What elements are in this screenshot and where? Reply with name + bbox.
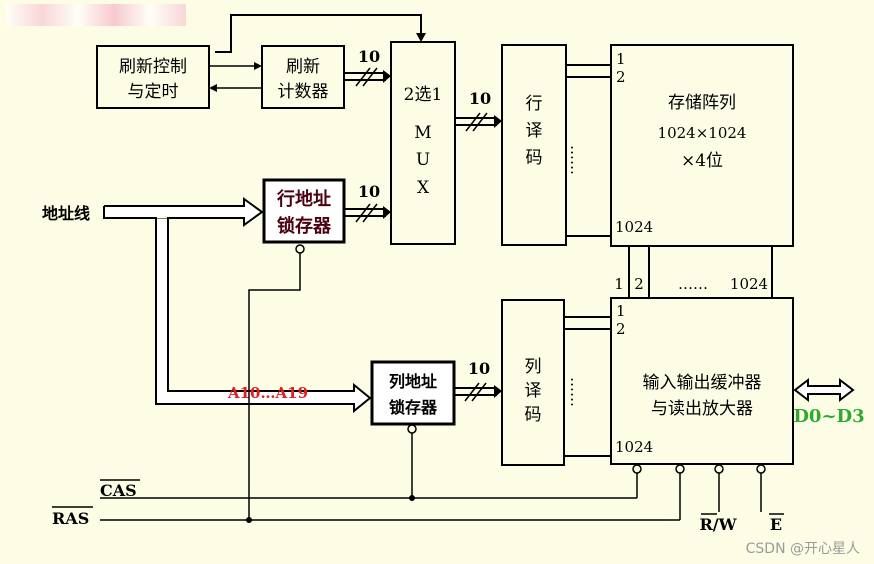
- mux-bus-slash-1: [465, 112, 481, 132]
- col-number-1024: 1024: [730, 275, 768, 293]
- col-decoder-label-2: 译: [525, 381, 542, 401]
- row-latch-label-1: 行地址: [276, 188, 331, 210]
- col-latch-to-decoder-arrowhead: [494, 385, 502, 398]
- latch-bus-slash-1: [355, 203, 371, 223]
- buffer-label-1: 输入输出缓冲器: [643, 373, 762, 393]
- latch-bus-width-label: 10: [358, 182, 380, 201]
- mux-label-3: U: [416, 150, 430, 170]
- row-decoder-block: [501, 44, 567, 246]
- rw-signal-label: R/W: [699, 515, 737, 534]
- refresh-control-label-1: 刷新控制: [119, 57, 187, 77]
- mux-label-2: M: [414, 123, 431, 143]
- ras-to-row-latch-line: [248, 253, 301, 520]
- ctrl-to-counter-arrowhead: [254, 62, 262, 70]
- latch-bus-slash-2: [362, 203, 378, 223]
- rw-bubble: [714, 464, 724, 474]
- data-io-label: D0~D3: [793, 406, 864, 427]
- row-number-1024: 1024: [615, 218, 653, 236]
- buffer-label-2: 与读出放大器: [651, 399, 753, 419]
- row-number-1: 1: [616, 50, 626, 68]
- counter-to-mux-arrowhead: [383, 70, 391, 83]
- array-label-1: 存储阵列: [668, 93, 736, 113]
- mux-bus-width-label: 10: [469, 89, 491, 108]
- col-latch-enable-bubble: [407, 424, 417, 434]
- col-lines-dots: ……: [678, 275, 708, 293]
- buffer-number-1024: 1024: [615, 438, 653, 456]
- address-line-label: 地址线: [42, 204, 90, 223]
- address-to-row-latch-arrow: [103, 197, 264, 227]
- row-latch-label-2: 锁存器: [277, 215, 332, 237]
- refresh-select-line: [215, 14, 422, 53]
- col-bus-width-label: 10: [468, 359, 490, 378]
- counter-to-ctrl-arrowhead: [209, 84, 217, 92]
- watermark: CSDN @开心星人: [745, 541, 860, 557]
- cas-signal-label: CAS: [100, 481, 137, 500]
- row-latch-enable-bubble: [295, 244, 305, 254]
- row-address-latch-block: [262, 178, 346, 244]
- mux-label-1: 2选1: [404, 85, 443, 105]
- array-label-3: ×4位: [681, 151, 723, 171]
- latch-to-mux-arrowhead: [383, 206, 391, 219]
- address-to-col-latch-arrow: [155, 217, 372, 414]
- col-select-dots: ……: [567, 377, 585, 407]
- column-decoder-block: [501, 299, 565, 466]
- blurred-header-decoration: [6, 4, 186, 26]
- a10-a19-label: A10…A19: [227, 384, 308, 402]
- refresh-counter-label-1: 刷新: [286, 57, 320, 77]
- row-lines-dots: ……: [567, 145, 585, 175]
- column-address-latch-block: [370, 360, 456, 426]
- counter-bus-slash-1: [355, 67, 371, 87]
- mux-block: [390, 41, 456, 245]
- counter-bus-width-label: 10: [358, 47, 380, 66]
- storage-array-block: [610, 44, 794, 247]
- col-number-2: 2: [634, 275, 644, 293]
- mux-bus-slash-2: [472, 112, 488, 132]
- col-latch-label-1: 列地址: [389, 372, 437, 391]
- buffer-number-2: 2: [616, 320, 626, 338]
- refresh-counter-block: [261, 45, 345, 109]
- col-decoder-label-1: 列: [525, 357, 542, 377]
- mux-to-decoder-arrowhead: [494, 115, 502, 128]
- row-number-2: 2: [616, 68, 626, 86]
- array-label-2: 1024×1024: [658, 124, 747, 142]
- refresh-control-label-2: 与定时: [128, 82, 179, 102]
- mux-label-4: X: [417, 178, 430, 198]
- io-buffer-block: [610, 297, 794, 465]
- col-decoder-label-3: 码: [525, 405, 542, 425]
- counter-bus-slash-2: [362, 67, 378, 87]
- buffer-cas-bubble: [632, 464, 642, 474]
- col-bus-slash-2: [471, 382, 487, 402]
- refresh-counter-label-2: 计数器: [278, 82, 329, 102]
- ras-signal-label: RAS: [52, 509, 89, 528]
- row-decoder-label-1: 行: [526, 94, 543, 114]
- refresh-select-arrowhead: [416, 33, 426, 42]
- buffer-number-1: 1: [616, 302, 626, 320]
- row-decoder-label-2: 译: [526, 121, 543, 141]
- buffer-ras-bubble: [675, 464, 685, 474]
- e-bubble: [756, 464, 766, 474]
- col-latch-label-2: 锁存器: [389, 398, 438, 417]
- e-signal-label: E: [770, 515, 782, 534]
- refresh-control-block: [96, 45, 210, 109]
- data-io-double-arrow: [793, 377, 855, 403]
- row-decoder-label-3: 码: [526, 148, 543, 168]
- col-bus-slash-1: [464, 382, 480, 402]
- col-number-1: 1: [614, 275, 624, 293]
